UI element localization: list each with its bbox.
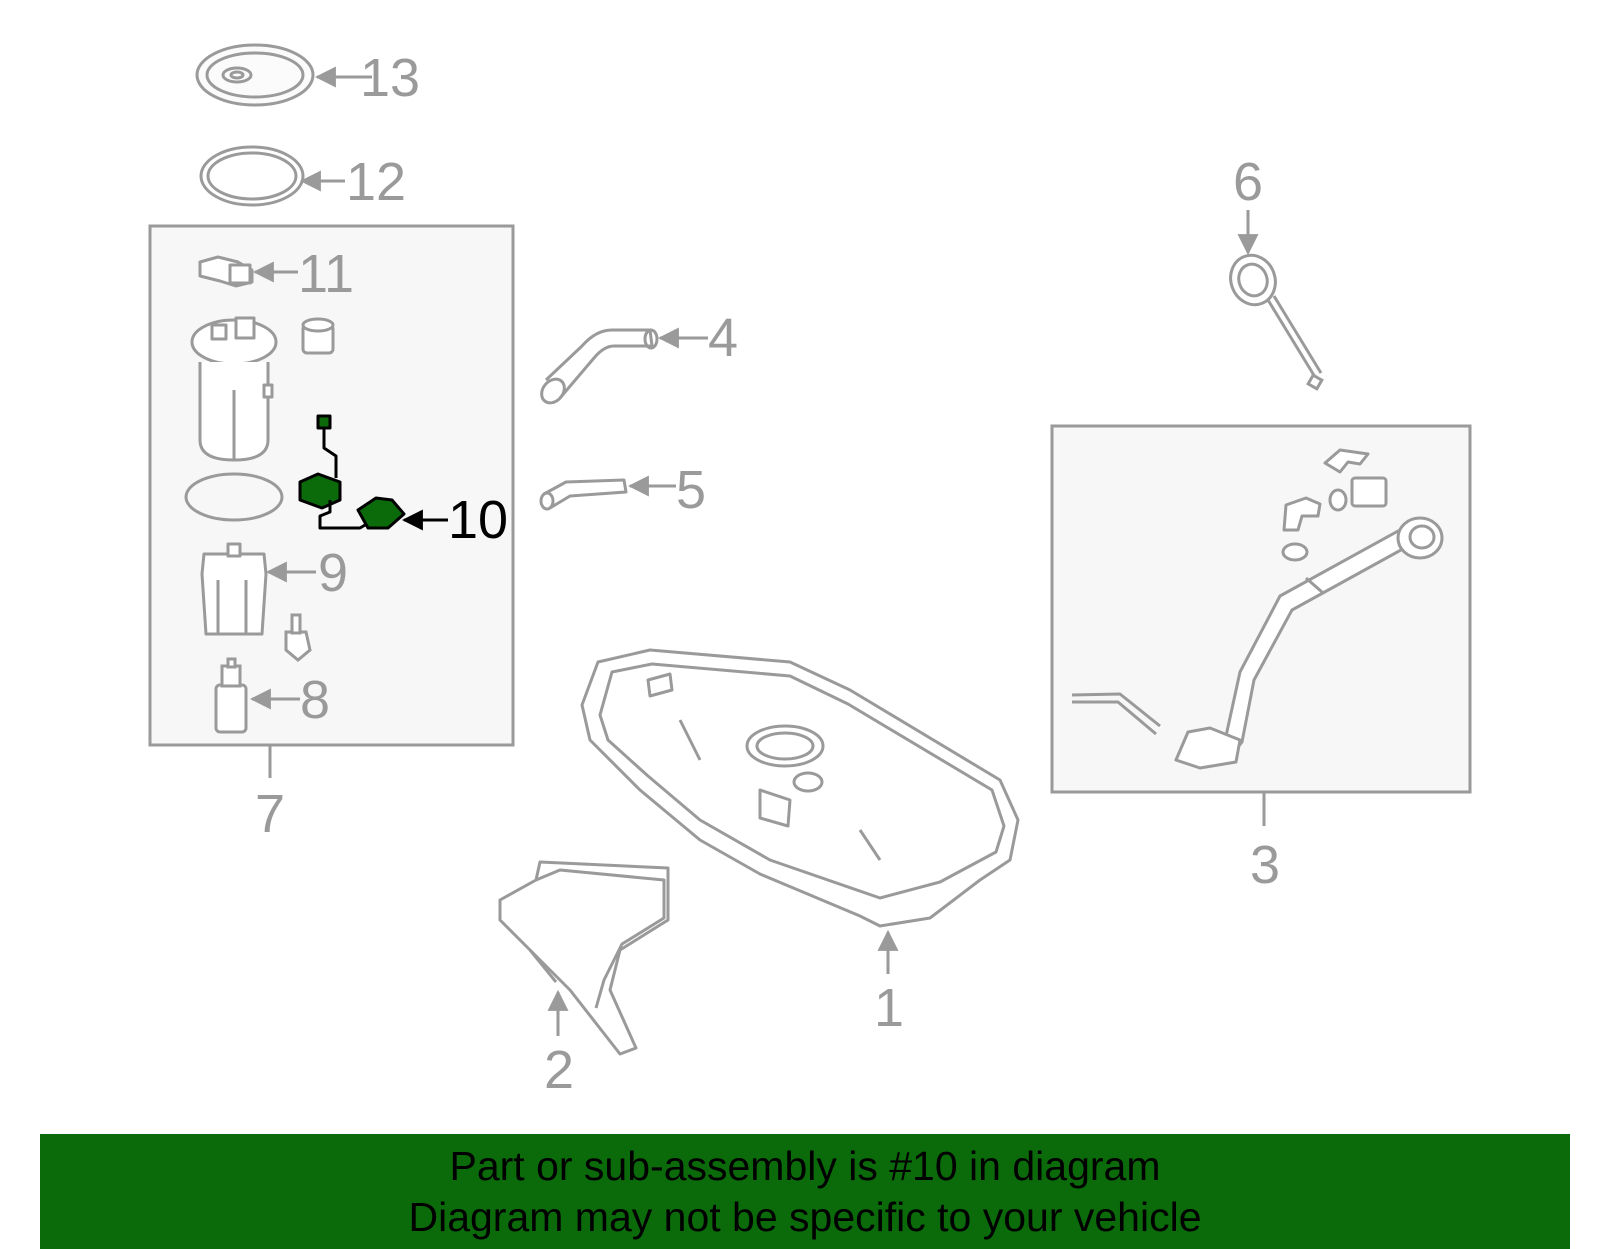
callout-12-label: 12 (346, 152, 406, 212)
pressure-regulator[interactable] (284, 613, 312, 662)
callout-4-label: 4 (708, 308, 738, 368)
part-8-fuel-pump[interactable] (214, 657, 248, 734)
part-2-heat-shield[interactable] (498, 860, 670, 1056)
info-banner: Part or sub-assembly is #10 in diagram D… (40, 1134, 1570, 1249)
callout-8-label: 8 (300, 670, 330, 730)
vent-valve-parts[interactable] (1281, 448, 1388, 562)
part-9-filter[interactable] (200, 542, 268, 636)
callout-2-label: 2 (544, 1040, 574, 1100)
o-ring[interactable] (184, 472, 284, 522)
small-cap-part[interactable] (301, 317, 335, 355)
callout-1-label: 1 (874, 978, 904, 1038)
callout-11-label: 11 (298, 244, 354, 304)
callout-13-label: 13 (360, 48, 420, 108)
part-10-fuel-level-sender[interactable] (298, 414, 406, 530)
part-12-gasket[interactable] (199, 145, 305, 207)
assembly-7-box (148, 224, 515, 747)
banner-line-2: Diagram may not be specific to your vehi… (408, 1194, 1202, 1240)
part-1-fuel-tank[interactable] (580, 648, 1020, 928)
part-4-hose[interactable] (537, 328, 659, 407)
callout-6-label: 6 (1233, 152, 1263, 212)
filler-neck[interactable] (1071, 516, 1444, 770)
part-13-plate[interactable] (195, 43, 315, 107)
callout-7-label: 7 (255, 784, 285, 844)
fuel-pump-module[interactable] (190, 316, 278, 462)
part-11-connector[interactable] (198, 255, 254, 288)
callout-3-label: 3 (1250, 835, 1280, 895)
callout-10-label: 10 (448, 490, 508, 550)
callout-5-label: 5 (676, 460, 706, 520)
part-6-fuel-cap[interactable] (1224, 249, 1324, 391)
callout-9-label: 9 (318, 543, 348, 603)
banner-line-1: Part or sub-assembly is #10 in diagram (449, 1143, 1161, 1189)
part-5-hose[interactable] (539, 478, 628, 511)
assembly-3-box (1050, 424, 1472, 794)
